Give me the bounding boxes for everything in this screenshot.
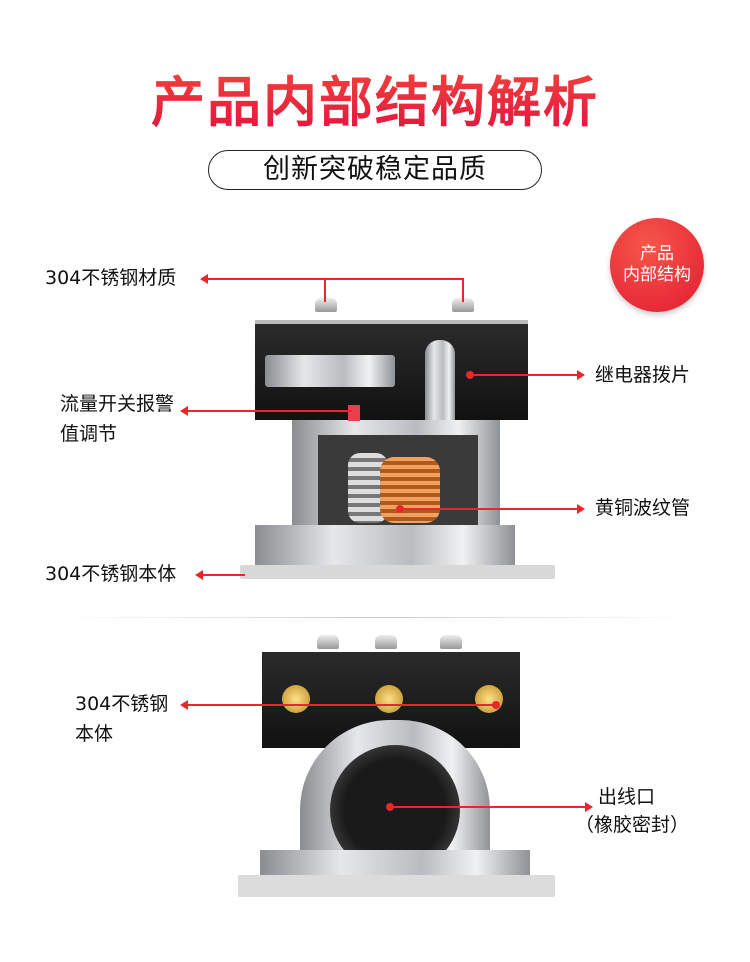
callout-line-relay — [470, 370, 585, 380]
callout-line — [324, 278, 326, 302]
label-outlet-line2: （橡胶密封） — [575, 814, 690, 836]
callout-line-body — [195, 570, 245, 580]
label-outlet-line1: 出线口 — [598, 786, 656, 808]
badge-line1: 产品 — [640, 244, 674, 264]
product-photo-bottom — [235, 635, 560, 935]
callout-line — [462, 278, 464, 302]
label-body2-line2: 本体 — [75, 723, 114, 745]
callout-dot — [492, 701, 500, 709]
badge-line2: 内部结构 — [623, 265, 691, 285]
callout-line-body2 — [180, 700, 495, 710]
product-photo-top — [240, 295, 560, 585]
label-material: 304不锈钢材质 — [45, 267, 177, 289]
label-relay: 继电器拨片 — [595, 364, 691, 386]
callout-line-outlet — [390, 802, 593, 812]
callout-line-adjust — [180, 406, 352, 416]
label-bellows: 黄铜波纹管 — [595, 497, 691, 519]
label-body: 304不锈钢本体 — [45, 563, 177, 585]
section-divider — [60, 617, 690, 618]
page-title: 产品内部结构解析 — [0, 58, 750, 137]
callout-line-material — [200, 274, 464, 284]
callout-line-bellows — [400, 504, 585, 514]
label-body2-line1: 304不锈钢 — [75, 693, 169, 715]
section-badge: 产品 内部结构 — [610, 218, 704, 312]
label-adjust-line2: 值调节 — [60, 423, 118, 445]
label-adjust-line1: 流量开关报警 — [60, 393, 175, 415]
subtitle-pill: 创新突破稳定品质 — [208, 150, 542, 190]
